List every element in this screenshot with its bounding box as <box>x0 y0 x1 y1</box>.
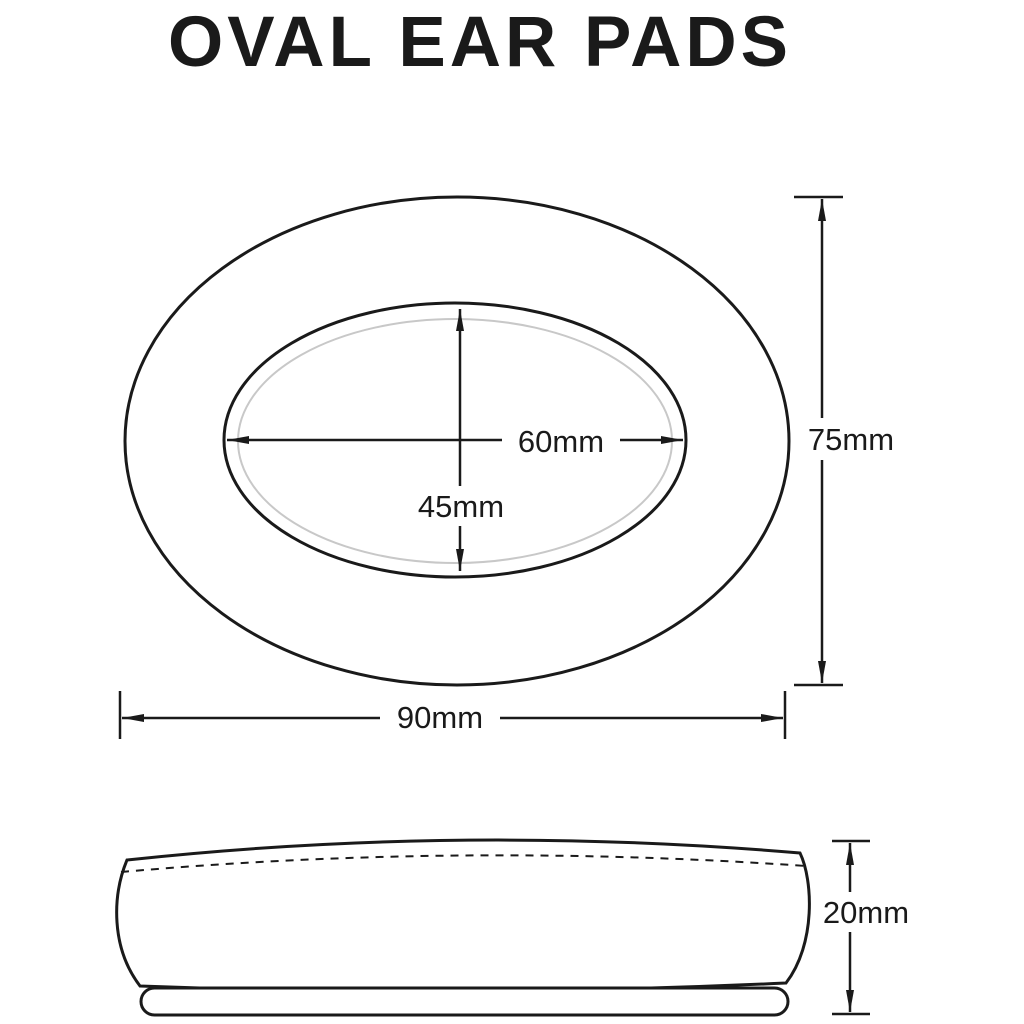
seam-dashed-line <box>120 854 807 873</box>
outer-height-label: 75mm <box>808 422 894 457</box>
diagram-title: OVAL EAR PADS <box>168 3 792 82</box>
inner-width-label-mask <box>502 420 620 460</box>
outer-width-dimension: 90mm <box>118 691 787 739</box>
thickness-dimension: 20mm <box>812 839 924 1016</box>
thickness-label-mask <box>812 892 924 932</box>
outer-edge-ellipse <box>123 195 791 687</box>
inner-height-label-mask <box>403 486 519 526</box>
outer-height-label-mask <box>799 418 907 460</box>
outer-width-label-mask <box>380 697 500 737</box>
top-view: 60mm 45mm 75mm 90mm <box>118 195 907 739</box>
thickness-label: 20mm <box>823 895 909 930</box>
side-view: 20mm <box>115 838 924 1017</box>
outer-height-dimension: 75mm <box>794 195 907 687</box>
inner-height-label: 45mm <box>418 489 504 524</box>
inner-edge-ellipse <box>222 301 688 579</box>
inner-width-label: 60mm <box>518 424 604 459</box>
base-ring <box>139 986 790 1017</box>
cushion-profile <box>115 838 811 993</box>
outer-width-label: 90mm <box>397 700 483 735</box>
